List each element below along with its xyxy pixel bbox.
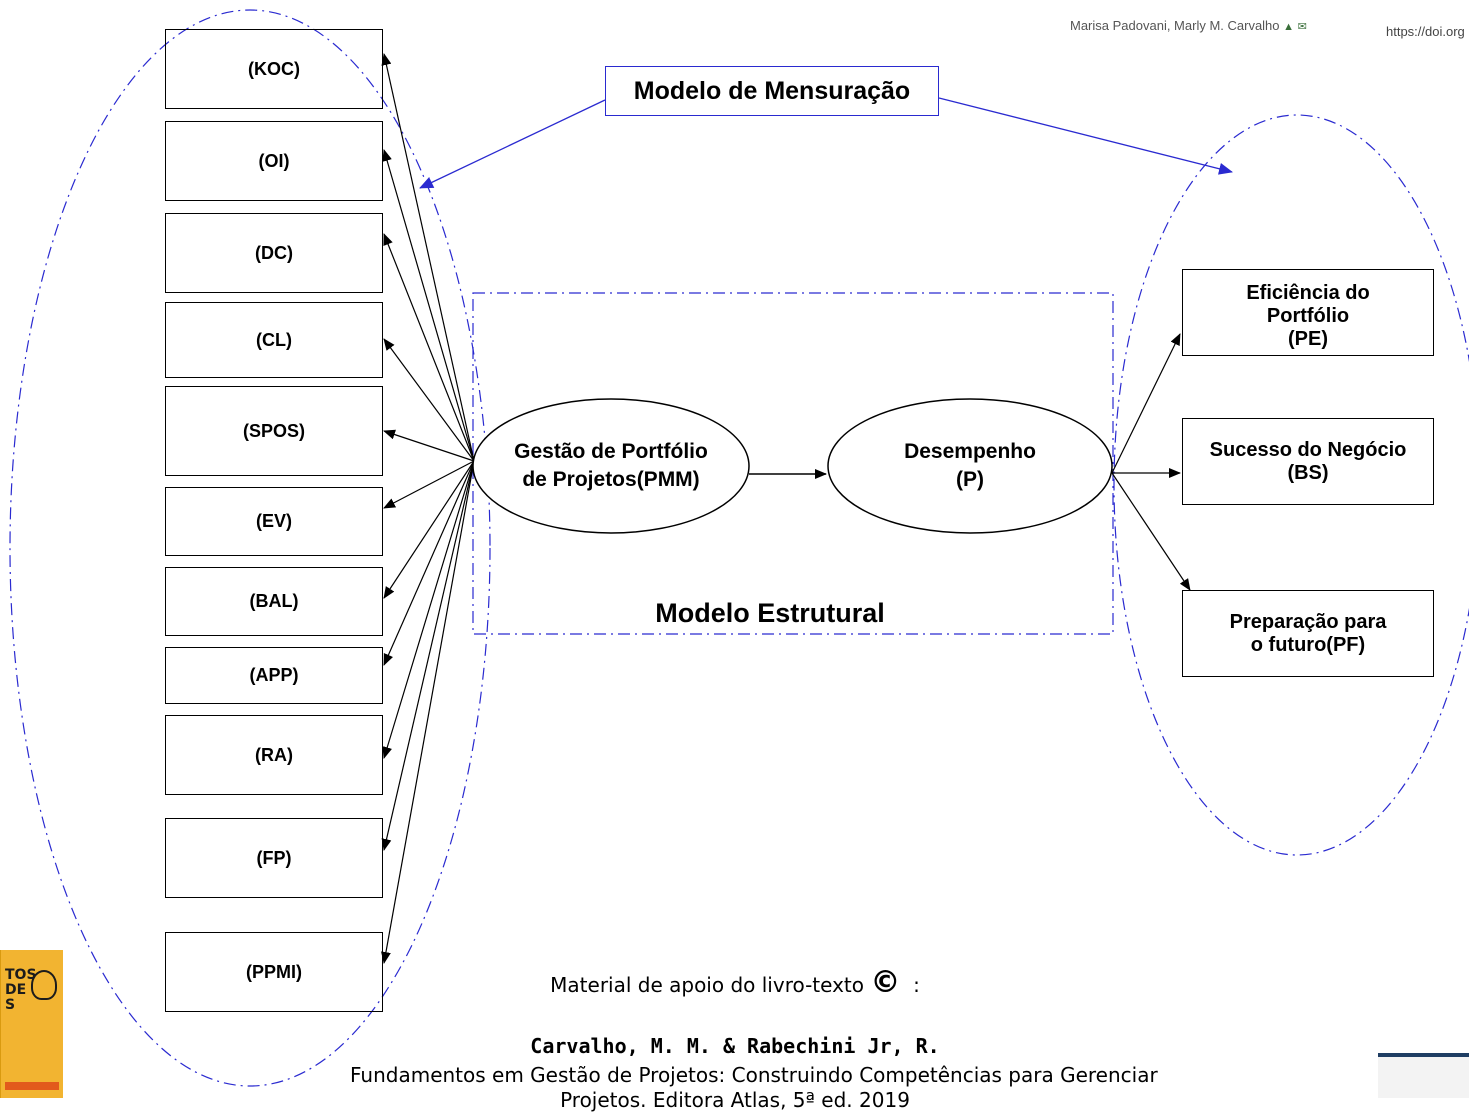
indicator-arrow-left	[382, 149, 475, 462]
indicator-box-ev: (EV)	[165, 487, 383, 556]
indicator-box-spos: (SPOS)	[165, 386, 383, 476]
indicator-box-fp: (FP)	[165, 818, 383, 898]
indicator-label: Eficiência do Portfólio (PE)	[1246, 282, 1370, 350]
indicator-label: (BAL)	[249, 591, 299, 612]
doi-link[interactable]: https://doi.org	[1386, 24, 1465, 39]
footer-book-title: Fundamentos em Gestão de Projetos: Const…	[350, 1063, 1158, 1087]
pmm-oval	[472, 398, 750, 534]
pmm-label: Gestão de Portfólio de Projetos(PMM)	[514, 439, 708, 491]
book-cover-image: TOS DE S	[0, 950, 63, 1098]
measurement-ellipse-right	[1113, 114, 1469, 856]
copyright-icon: ©	[870, 965, 901, 1000]
footer-colon: :	[913, 973, 920, 997]
book-subtitle-strip	[5, 1082, 59, 1090]
authors-text: Marisa Padovani, Marly M. Carvalho	[1070, 18, 1280, 33]
performance-oval	[827, 398, 1113, 534]
indicator-label: (RA)	[255, 744, 293, 765]
measurement-ellipse-left	[9, 9, 491, 1087]
indicator-box-dc: (DC)	[165, 213, 383, 293]
footer-line1: Material de apoio do livro-texto	[550, 973, 865, 997]
indicator-box-app: (APP)	[165, 647, 383, 704]
article-authors: Marisa Padovani, Marly M. Carvalho ▲ ✉	[1070, 18, 1307, 33]
indicator-box-bal: (BAL)	[165, 567, 383, 636]
indicator-box-cl: (CL)	[165, 302, 383, 378]
indicator-label: (EV)	[256, 511, 292, 532]
indicator-box-oi: (OI)	[165, 121, 383, 201]
email-icon: ✉	[1297, 21, 1307, 33]
performance-indicator-arrows	[1111, 333, 1191, 591]
indicator-arrow-left	[381, 460, 475, 851]
indicator-arrow-right	[1111, 333, 1181, 474]
slide-deco-bar	[1378, 1053, 1469, 1057]
indicator-label: (CL)	[256, 329, 292, 350]
callout-arrow-left	[419, 99, 606, 189]
indicator-arrow-left	[382, 460, 475, 759]
indicator-label: (KOC)	[248, 58, 300, 79]
slide-deco-panel	[1378, 1057, 1469, 1098]
indicator-arrow-left	[381, 53, 475, 462]
indicator-box-bs: Sucesso do Negócio (BS)	[1182, 418, 1434, 505]
indicator-box-pf: Preparação para o futuro(PF)	[1182, 590, 1434, 677]
indicator-arrow-left	[383, 429, 475, 462]
indicator-label: Preparação para o futuro(PF)	[1229, 610, 1387, 656]
structural-model-label: Modelo Estrutural	[655, 598, 885, 628]
indicator-label: (FP)	[256, 847, 292, 868]
indicator-label: (DC)	[255, 242, 293, 263]
indicator-box-pe: Eficiência do Portfólio (PE)	[1182, 269, 1434, 356]
indicator-label: Sucesso do Negócio (BS)	[1209, 438, 1407, 484]
author-icon: ▲	[1283, 21, 1295, 33]
indicator-arrow-right	[1111, 472, 1191, 591]
measurement-model-label: Modelo de Mensuração	[633, 76, 911, 105]
book-title-fragment: TOS DE S	[5, 967, 37, 1013]
indicator-box-koc: (KOC)	[165, 29, 383, 109]
indicator-arrow-left	[383, 460, 475, 509]
performance-label: Desempenho (P)	[904, 439, 1036, 491]
callout-arrow-right	[938, 97, 1233, 175]
pmm-indicator-arrows	[381, 53, 475, 964]
indicator-label: (APP)	[249, 665, 299, 686]
footer-authors: Carvalho, M. M. & Rabechini Jr, R.	[530, 1034, 940, 1058]
indicator-label: (PPMI)	[246, 961, 302, 982]
indicator-label: (SPOS)	[242, 420, 305, 441]
indicator-arrow-left	[381, 460, 475, 964]
measurement-model-callout: Modelo de Mensuração	[605, 66, 939, 116]
indicator-arrow-left	[383, 460, 475, 599]
indicator-label: (OI)	[258, 150, 290, 171]
indicator-arrow-left	[383, 460, 475, 666]
structural-model-frame	[472, 292, 1114, 635]
indicator-box-ra: (RA)	[165, 715, 383, 795]
indicator-box-ppmi: (PPMI)	[165, 932, 383, 1012]
lightbulb-icon	[31, 970, 57, 1000]
footer-publisher: Projetos. Editora Atlas, 5ª ed. 2019	[560, 1088, 910, 1112]
indicator-arrow-left	[383, 338, 475, 462]
footer-support-line: Material de apoio do livro-texto © :	[350, 965, 1120, 1000]
indicator-arrow-left	[383, 233, 475, 462]
